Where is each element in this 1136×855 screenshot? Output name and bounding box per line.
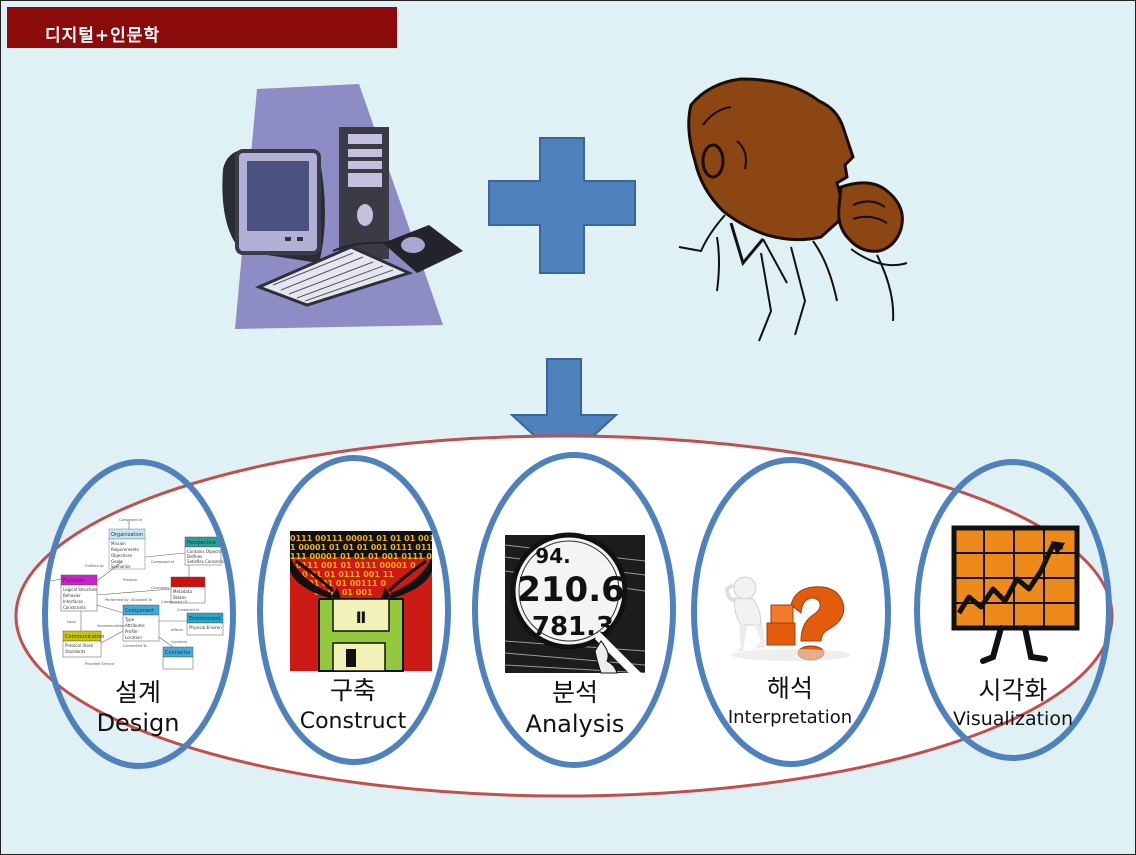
design-row-label: Requirements [111, 547, 139, 552]
design-row-label: Scenarios [111, 564, 130, 569]
stage-ellipses [42, 452, 1112, 769]
plus-icon [488, 137, 636, 274]
slide-title: 디지털+인문학 [45, 26, 161, 46]
design-row-label: Protocol Stack [65, 643, 94, 648]
stage-label-en-interpretation: Interpretation [728, 707, 852, 728]
binary-row: 111 00001 01 01 01 001 0111 01 [290, 552, 438, 561]
design-link-label: Composed of [119, 518, 143, 522]
computer-icon [222, 84, 463, 329]
design-row-label: Objectives [111, 553, 132, 558]
floppy-label: Ⅱ [356, 608, 367, 627]
design-link-label: Allocated To [131, 598, 152, 602]
design-row-label: Physical Environ [189, 625, 222, 630]
design-row-label: Goals [111, 559, 122, 564]
stage-label-ko-interpretation: 해석 [767, 674, 813, 703]
design-row-label: Mission [111, 541, 126, 546]
stage-label-en-visualization: Visualization [953, 708, 1073, 730]
stage-label-en-design: Design [97, 709, 180, 737]
design-box-title: Communication [65, 634, 104, 640]
stage-label-en-construct: Construct [300, 709, 407, 734]
stage-ellipse-visualization [914, 459, 1112, 761]
stage-ellipse-analysis [472, 452, 676, 768]
stage-label-ko-construct: 구축 [330, 676, 376, 705]
design-row-label: Logical Structure [63, 587, 97, 592]
design-row-label: Attributes [125, 623, 145, 628]
design-link-label: Composed of [151, 560, 175, 564]
stage-ellipse-interpretation [691, 457, 891, 767]
design-link-label: Categorized Of [161, 600, 188, 604]
binary-row: 0111 001 01 0111 00001 0 [296, 561, 416, 570]
stage-label-ko-analysis: 분석 [552, 678, 598, 707]
design-link-label: Connects [171, 640, 187, 644]
design-row-label: Interfaces [63, 599, 83, 604]
design-box-title: Function [63, 578, 84, 584]
design-row-label: Type [124, 617, 135, 622]
binary-row: 01 01 01 00111 0 [308, 579, 386, 588]
stage-ellipse-design [42, 459, 236, 769]
design-link-label: Implementation [97, 624, 125, 628]
design-box-title: Perspective [187, 540, 216, 546]
interpretation-image [724, 576, 851, 661]
design-row-label: Location [125, 635, 142, 640]
design-link-label: Affects [171, 628, 183, 632]
design-link-label: Performed by [105, 598, 129, 602]
design-row-label: Behavior [63, 593, 81, 598]
binary-row: 0111 00111 00001 01 01 01 001 01 [290, 534, 449, 543]
design-row-label: Contains Objects [187, 549, 221, 554]
floppy-disk-image: 0111 00111 00001 01 01 01 001 011 00001 … [290, 531, 452, 672]
design-link-label: Contained In [177, 608, 199, 612]
title-bar: 디지털+인문학 [7, 7, 397, 48]
analysis-number: 210.6 [517, 570, 625, 610]
binary-row: 01 01 01 001 [314, 588, 373, 597]
stage-label-ko-design: 설계 [115, 678, 161, 707]
design-link-label: Fulfilled by [85, 564, 104, 568]
design-row-label: Metadata [173, 589, 192, 594]
design-link-label: Produce [123, 578, 137, 582]
stage-label-en-analysis: Analysis [526, 710, 625, 738]
binary-row: 0 01 01 0111 001 11 [302, 570, 394, 579]
binary-row: 1 00001 01 01 01 001 0111 011 001 [290, 543, 452, 552]
design-row-label: Standards [65, 649, 85, 654]
design-row-label: Constraints [63, 605, 86, 610]
analysis-number: 94. [535, 544, 570, 568]
design-row-label: Defines [187, 554, 202, 559]
design-link-label: Connected To [123, 644, 147, 648]
stage-ellipse-construct [257, 455, 451, 765]
design-row-label: Profile [125, 629, 138, 634]
visualization-image [951, 525, 1080, 664]
thinking-man-icon [678, 77, 908, 342]
design-box-title: Organization [111, 532, 143, 538]
stage-label-ko-visualization: 시각화 [978, 676, 1047, 705]
design-row-label: Satisfies Concerns [187, 559, 224, 564]
design-link-label: Consumes [151, 586, 169, 590]
design-box-title: Component [125, 608, 154, 614]
design-box-title: Environment [189, 616, 221, 622]
design-diagram-image: OrganizationPerspectiveFunctionComponent… [50, 518, 224, 670]
design-link-label: Used [67, 620, 76, 624]
design-row-label: Stakes [173, 595, 186, 600]
design-box-title: Connector [165, 650, 192, 656]
design-link-label: Provided Service [85, 662, 114, 666]
